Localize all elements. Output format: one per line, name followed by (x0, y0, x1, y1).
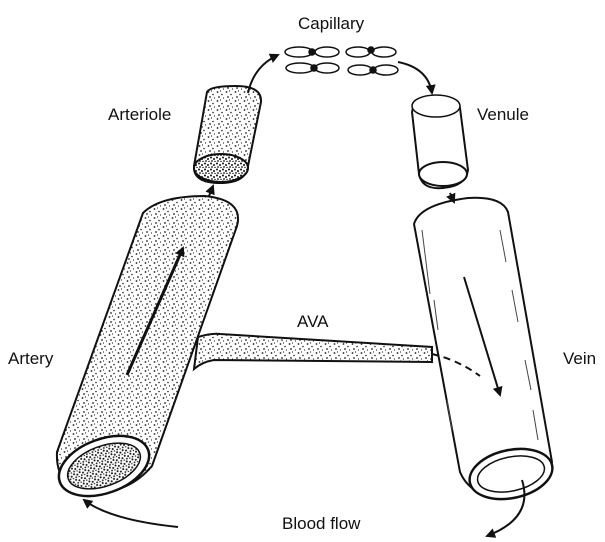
arteriole-to-capillary-arrow (248, 55, 278, 93)
blood-flow-label: Blood flow (282, 515, 360, 532)
capillary-cells (285, 47, 398, 75)
capillary-to-venule-arrow (398, 62, 432, 93)
ava-label: AVA (297, 313, 329, 330)
capillary-label: Capillary (298, 15, 364, 32)
ava-shunt (194, 334, 432, 369)
vein-vessel (414, 198, 557, 506)
artery-to-arteriole-arrow (209, 186, 213, 196)
venule-vessel (412, 95, 468, 188)
arteriole-vessel (194, 86, 261, 183)
blood-flow-in-arrow (84, 500, 178, 527)
artery-label: Artery (8, 350, 53, 367)
venule-label: Venule (477, 106, 529, 123)
vein-label: Vein (563, 350, 596, 367)
arteriole-label: Arteriole (108, 106, 171, 123)
